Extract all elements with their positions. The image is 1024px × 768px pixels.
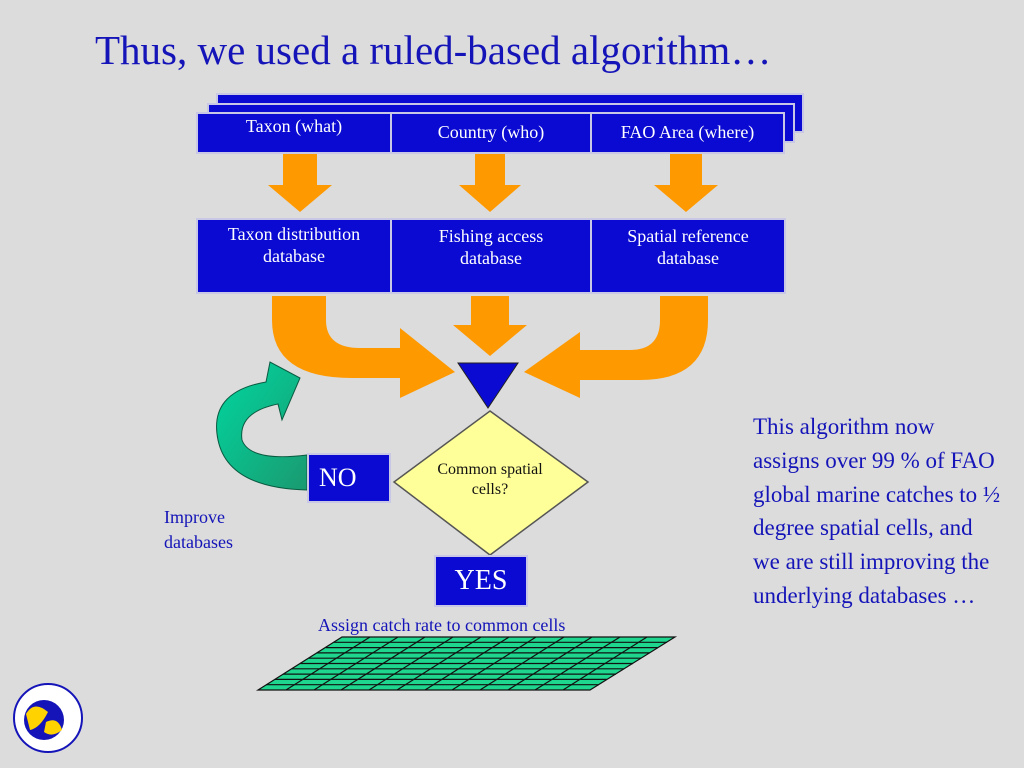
merge-triangle <box>457 362 519 409</box>
db-fishing-label: Fishing access database <box>438 226 544 268</box>
input-taxon: Taxon (what) <box>196 112 392 154</box>
input-fao-label: FAO Area (where) <box>620 122 755 143</box>
side-note: This algorithm now assigns over 99 % of … <box>753 414 1001 608</box>
yes-label: YES <box>454 565 508 597</box>
input-fao-area: FAO Area (where) <box>590 112 785 154</box>
down-arrow-fao <box>654 152 718 212</box>
down-arrow-taxon <box>268 152 332 212</box>
no-label: NO <box>319 463 357 493</box>
db-spatial-label: Spatial reference database <box>627 226 749 268</box>
sea-around-us-logo <box>13 683 83 753</box>
center-arrow <box>453 296 527 356</box>
db-taxon-distribution: Taxon distribution database <box>196 218 392 294</box>
down-arrow-country <box>459 152 521 212</box>
curved-arrow-left <box>272 296 455 398</box>
spatial-cells-grid <box>255 636 678 691</box>
db-fishing-access: Fishing access database <box>390 218 592 294</box>
input-country: Country (who) <box>390 112 592 154</box>
no-box: NO <box>307 453 391 503</box>
slide-title: Thus, we used a ruled-based algorithm… <box>95 27 772 73</box>
yes-box: YES <box>434 555 528 607</box>
input-taxon-label: Taxon (what) <box>245 116 343 136</box>
db-taxon-label: Taxon distribution database <box>227 224 361 266</box>
assign-catch-label: Assign catch rate to common cells <box>318 615 566 635</box>
improve-curve-arrow <box>216 361 308 491</box>
curved-arrow-right <box>524 296 708 398</box>
input-country-label: Country (who) <box>437 122 545 143</box>
db-spatial-reference: Spatial reference database <box>590 218 786 294</box>
decision-text: Common spatial cells? <box>437 461 543 498</box>
improve-databases-label: Improve databases <box>164 507 233 553</box>
